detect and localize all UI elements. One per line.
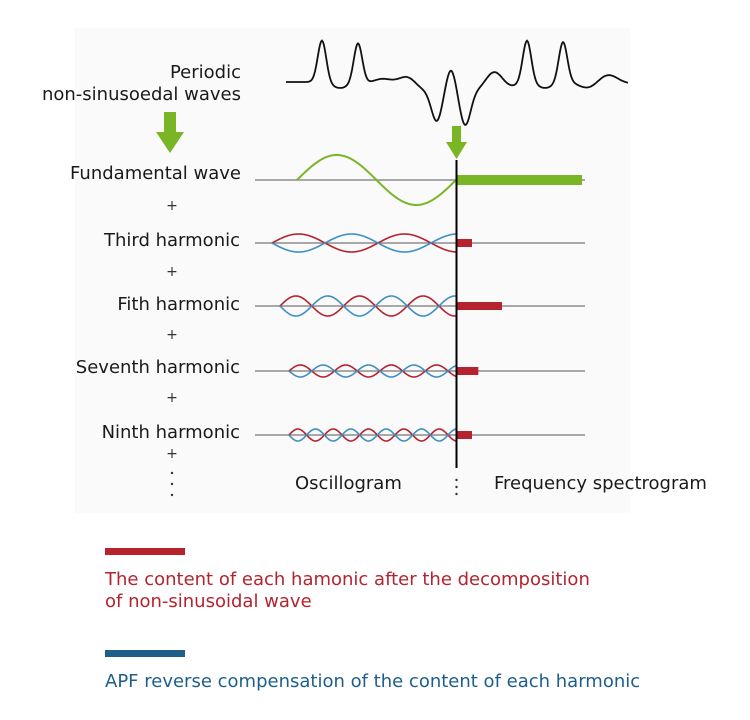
down-arrow-icon	[446, 126, 467, 159]
ninth-blue-trace	[288, 428, 457, 442]
plus-sign: +	[166, 198, 178, 214]
seventh-harmonic-label: Seventh harmonic	[75, 357, 240, 378]
harmonic-oscillograms	[271, 154, 457, 442]
down-arrow-icon	[156, 112, 184, 153]
third-red-trace	[271, 233, 457, 253]
spectrum-bars	[457, 175, 582, 439]
third-spectrum-bar	[457, 239, 472, 247]
legend-decomposition-text: The content of each hamonic after the de…	[105, 569, 590, 612]
fifth-blue-trace	[279, 295, 457, 317]
oscillogram-label: Oscillogram	[295, 473, 402, 494]
ninth-harmonic-label: Ninth harmonic	[101, 422, 240, 443]
fundamental-wave-label: Fundamental wave	[70, 163, 241, 184]
fifth-spectrum-bar	[457, 302, 502, 310]
fifth-red-trace	[279, 295, 457, 317]
frequency-spectrogram-label: Frequency spectrogram	[494, 473, 707, 494]
ninth-red-trace	[288, 428, 457, 442]
legend-swatch-decomposition	[105, 548, 185, 555]
background-panel	[75, 28, 630, 513]
vertical-ellipsis-icon	[170, 471, 174, 497]
ninth-spectrum-bar	[457, 431, 472, 439]
fundamental-wave-trace	[296, 154, 457, 206]
plus-sign: +	[166, 327, 178, 343]
plus-sign: +	[166, 446, 178, 462]
plus-sign: +	[166, 264, 178, 280]
fifth-harmonic-label: Fith harmonic	[117, 294, 240, 315]
legend-swatch-compensation	[105, 650, 185, 657]
seventh-red-trace	[288, 364, 457, 378]
vertical-ellipsis-icon	[455, 478, 458, 496]
seventh-blue-trace	[288, 364, 457, 378]
periodic-waveform	[286, 39, 629, 126]
legend-compensation-text: APF reverse compensation of the content …	[105, 671, 641, 692]
plus-sign: +	[166, 390, 178, 406]
third-harmonic-label: Third harmonic	[103, 230, 240, 251]
fundamental-spectrum-bar	[457, 175, 582, 185]
seventh-spectrum-bar	[457, 367, 479, 375]
third-blue-trace	[271, 233, 457, 253]
periodic-wave-label: Periodic non-sinusoedal waves	[41, 62, 241, 105]
